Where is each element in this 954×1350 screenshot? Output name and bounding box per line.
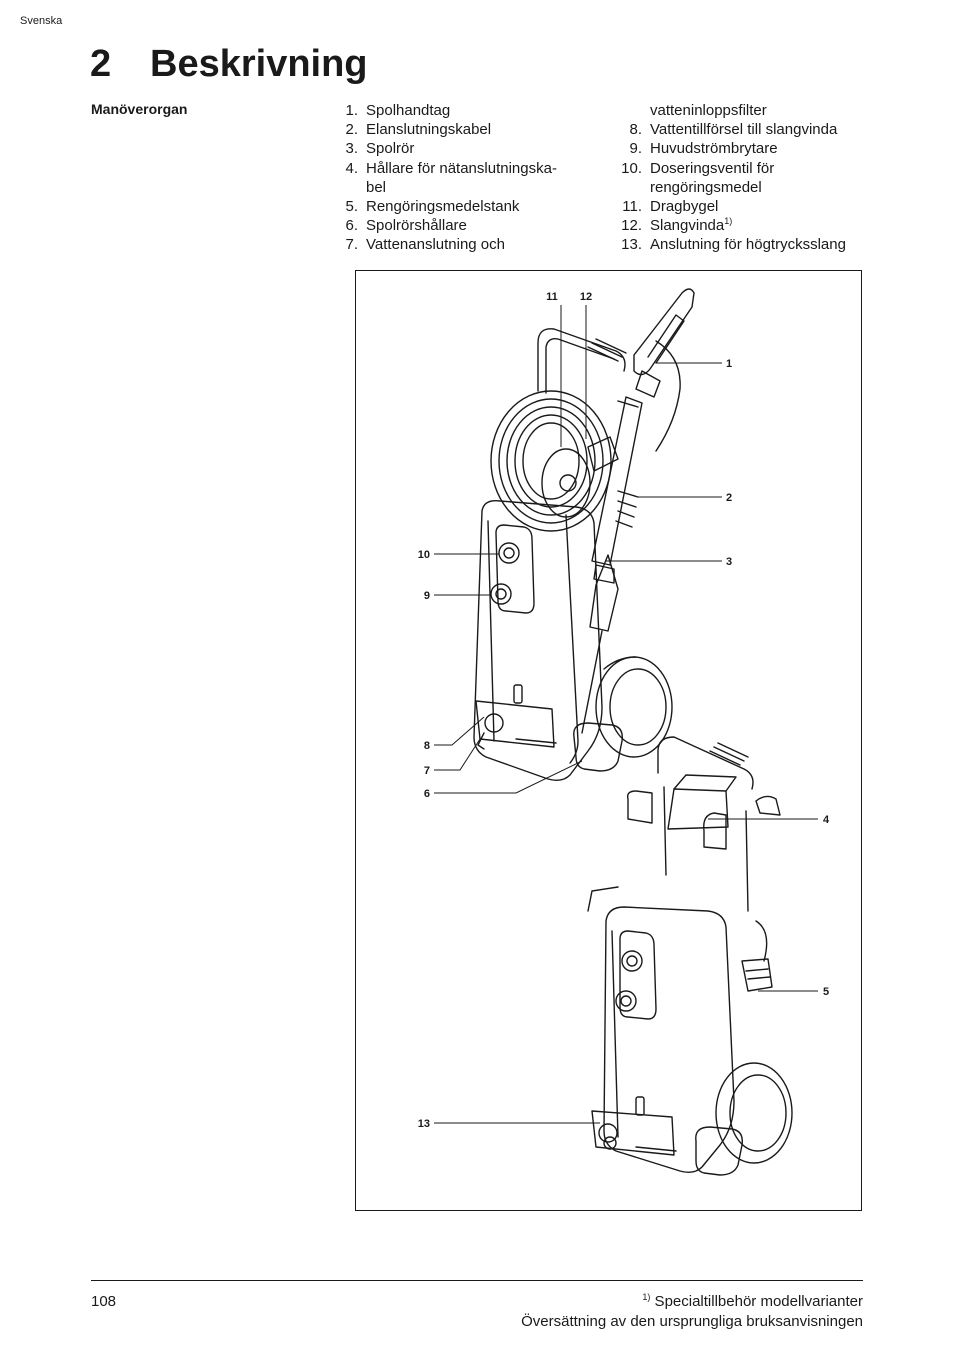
detergent-tank [741, 958, 773, 992]
pressure-washer-illustration: 11 12 1 2 3 4 5 10 9 8 7 6 13 [418, 288, 830, 1176]
callout-4: 4 [823, 814, 830, 826]
callout-2: 2 [726, 492, 732, 504]
list-item: 5.Rengöringsmedelstank [345, 198, 520, 216]
callout-13: 13 [418, 1118, 430, 1130]
leader-line [434, 716, 485, 746]
leader-line [434, 738, 481, 771]
page-number: 108 [91, 1293, 117, 1310]
pressure-washer-figure: 11 12 1 2 3 4 5 10 9 8 7 6 13 [355, 270, 862, 1211]
list-item: 3.Spolrör [345, 140, 415, 158]
section-heading: 2 Beskrivning [90, 40, 368, 88]
list-item: 7.Vattenanslutning och [345, 236, 505, 254]
list-item: 12.Slangvinda1) [621, 216, 733, 235]
controls-list-column-1: 1.Spolhandtag 2.Elanslutningskabel 3.Spo… [328, 101, 598, 255]
knob-bottom-lower [615, 990, 637, 1012]
hp-hose-connector [598, 1123, 618, 1143]
detergent-valve-knob [498, 542, 520, 564]
footnote: 1) Specialtillbehör modellvarianter [642, 1292, 863, 1311]
list-item: 10.Doseringsventil för [621, 159, 775, 177]
list-item: 4.Hållare för nätanslutningska- [345, 159, 557, 177]
list-item: 9.Huvudströmbrytare [629, 140, 778, 158]
callout-5: 5 [823, 986, 829, 998]
hose-reel [490, 390, 612, 532]
tow-handle [537, 328, 626, 392]
callout-8: 8 [424, 740, 430, 752]
spray-gun [633, 288, 695, 376]
callout-11: 11 [546, 291, 558, 303]
language-label: Svenska [20, 15, 63, 27]
list-item: 1.Spolhandtag [345, 102, 451, 119]
list-item-continuation: vatteninloppsfilter [650, 102, 767, 119]
water-inlet-connector [484, 713, 504, 733]
section-number: 2 [90, 43, 112, 85]
spray-lance [591, 396, 643, 566]
cable-holder [667, 788, 729, 830]
footer-divider [91, 1280, 863, 1281]
controls-label: Manöverorgan [91, 101, 188, 117]
callout-12: 12 [580, 291, 592, 303]
callout-9: 9 [424, 590, 430, 602]
callout-7: 7 [424, 765, 430, 777]
main-switch-knob [490, 583, 512, 605]
list-item: 13.Anslutning för högtrycksslang [621, 236, 846, 254]
list-item: 6.Spolrörshållare [345, 217, 467, 235]
list-item: 8.Vattentillförsel till slangvinda [629, 121, 838, 139]
callout-10: 10 [418, 549, 430, 561]
callout-1: 1 [726, 358, 732, 370]
list-item-continuation: bel [366, 178, 387, 196]
knob-bottom-upper [621, 950, 643, 972]
footnote-marker: 1) [724, 216, 733, 227]
wheel-bottom [715, 1062, 793, 1164]
machine-body-bottom [603, 906, 735, 1174]
callout-6: 6 [424, 788, 430, 800]
list-item: 2.Elanslutningskabel [345, 121, 492, 139]
callout-3: 3 [726, 556, 732, 568]
translation-note: Översättning av den ursprungliga bruksan… [521, 1313, 863, 1330]
footnote-marker: 1) [642, 1292, 651, 1302]
controls-list-column-2: vatteninloppsfilter 8.Vattentillförsel t… [612, 101, 874, 255]
machine-body-top [473, 500, 603, 782]
leader-line [434, 760, 583, 794]
section-title: Beskrivning [150, 43, 368, 85]
list-item: 11.Dragbygel [622, 198, 719, 216]
list-item-continuation: rengöringsmedel [650, 178, 762, 196]
